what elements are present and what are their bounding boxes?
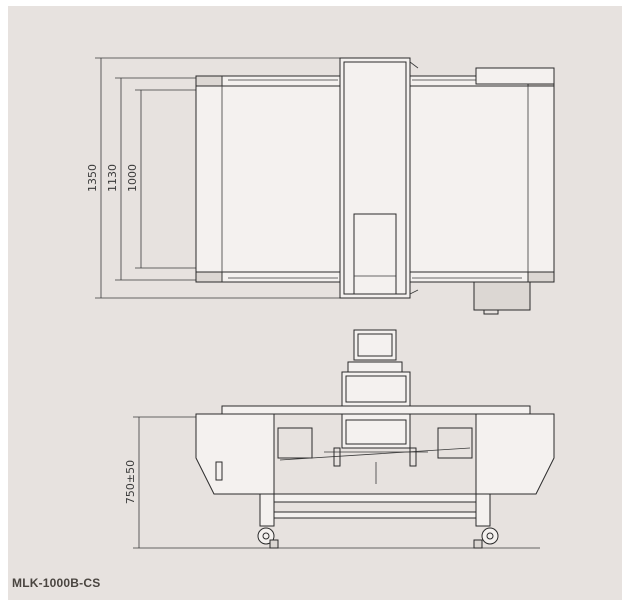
- side-view: 750±50: [124, 329, 555, 549]
- dim-total-width: 1350: [86, 164, 99, 192]
- dim-height: 750±50: [124, 460, 137, 504]
- model-name: MLK-1000B-CS: [12, 576, 101, 590]
- dim-belt-width: 1000: [126, 164, 139, 192]
- top-view: 1350 1130 1000: [86, 57, 555, 315]
- dim-frame-width: 1130: [106, 164, 119, 192]
